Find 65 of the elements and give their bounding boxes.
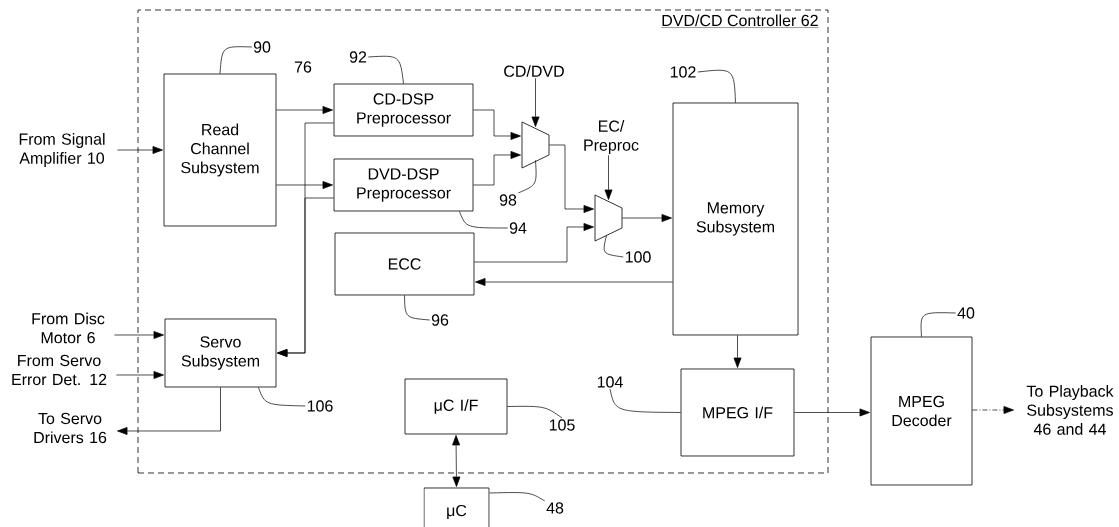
reference-numeral: 96 <box>431 314 449 326</box>
block-box: Read Channel Subsystem <box>163 73 277 227</box>
reference-numeral: 94 <box>509 222 527 234</box>
leader-line <box>258 387 306 407</box>
arrow <box>452 435 461 487</box>
signal-label: To Servo Drivers 16 <box>34 412 107 444</box>
block-box: Servo Subsystem <box>164 318 277 388</box>
reference-numeral: 48 <box>546 502 564 514</box>
arrow <box>549 144 594 213</box>
multiplexer-symbol <box>594 194 623 242</box>
leader-line <box>507 406 563 419</box>
arrow <box>116 371 164 379</box>
reference-numeral: 102 <box>670 66 696 78</box>
block-box: DVD-DSP Preprocessor <box>333 158 474 212</box>
block-box: μC <box>423 487 490 527</box>
leader-line <box>517 160 537 194</box>
arrow <box>794 408 870 417</box>
leader-line <box>697 69 736 103</box>
leader-line <box>920 312 957 337</box>
arrow <box>475 278 673 286</box>
arrow <box>531 77 540 127</box>
signal-label: To Playback Subsystems 46 and 44 <box>1026 385 1114 435</box>
arrow <box>474 223 594 263</box>
arrow <box>276 106 333 114</box>
reference-numeral: 105 <box>549 419 575 431</box>
arrow <box>276 181 333 189</box>
block-box: Memory Subsystem <box>672 102 799 336</box>
block-box: MPEG I/F <box>680 368 795 457</box>
reference-numeral: 40 <box>957 307 975 319</box>
arrow <box>277 197 334 357</box>
controller-boundary <box>137 9 829 474</box>
signal-label: From Disc Motor 6 <box>32 312 105 344</box>
arrow <box>117 387 221 435</box>
leader-line <box>603 235 624 258</box>
reference-numeral: 106 <box>307 400 333 412</box>
leader-line <box>489 492 546 502</box>
arrow <box>972 406 1014 414</box>
reference-numeral: 92 <box>349 51 367 63</box>
reference-numeral: 90 <box>253 41 271 53</box>
reference-numeral: 104 <box>597 376 623 388</box>
arrow <box>473 151 521 186</box>
leader-line <box>404 295 431 321</box>
block-box: MPEG Decoder <box>870 336 973 486</box>
block-box: μC I/F <box>404 378 508 435</box>
arrow <box>117 146 163 154</box>
signal-label: From Servo Error Det. 12 <box>12 354 107 386</box>
reference-numeral: 100 <box>625 251 651 263</box>
arrow <box>733 335 742 368</box>
arrow <box>604 155 613 200</box>
multiplexer-symbol <box>521 121 550 169</box>
leader-line <box>219 46 253 74</box>
block-box: CD-DSP Preprocessor <box>333 83 474 137</box>
signal-label: EC/ Preproc <box>584 120 639 154</box>
leader-line <box>609 388 681 413</box>
arrow <box>473 109 521 140</box>
arrow <box>114 331 164 339</box>
controller-title: DVD/CD Controller 62 <box>661 14 819 28</box>
leader-line <box>459 211 509 229</box>
arrow <box>622 214 672 222</box>
signal-label: CD/DVD <box>504 65 564 77</box>
block-box: ECC <box>334 232 475 296</box>
reference-numeral: 76 <box>294 61 312 73</box>
leader-line <box>367 55 404 84</box>
reference-numeral: 98 <box>499 194 517 206</box>
signal-label: From Signal Amplifier 10 <box>19 133 105 167</box>
